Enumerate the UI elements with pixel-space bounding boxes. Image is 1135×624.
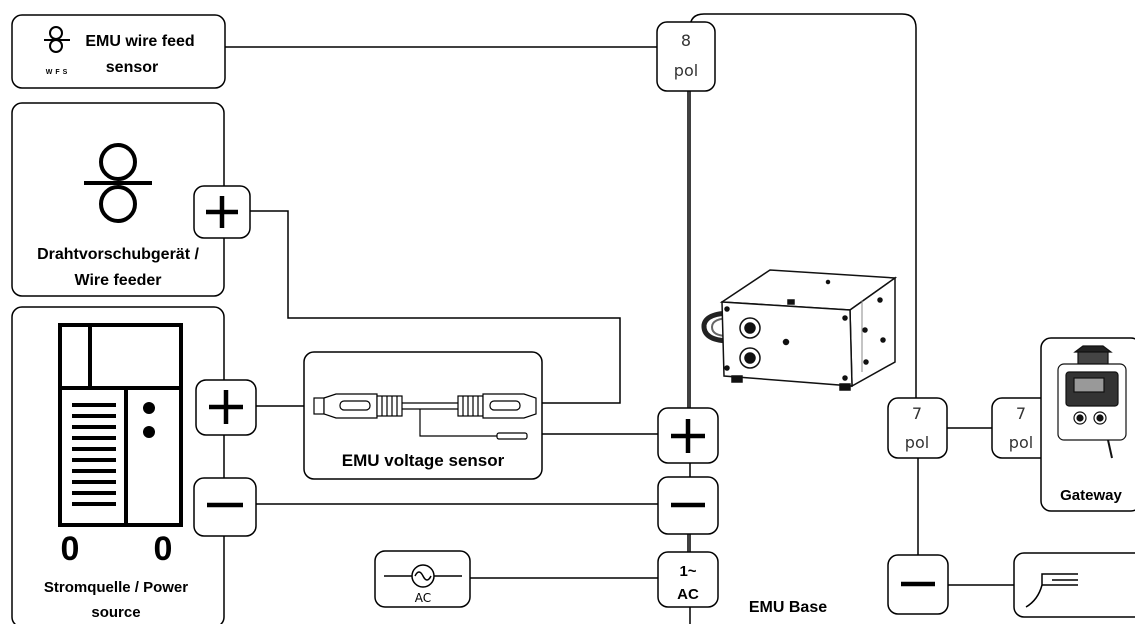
wfs-sensor-title-line1: EMU wire feed — [85, 33, 194, 50]
emu-base-label: EMU Base — [749, 599, 827, 616]
power-source-minus-terminal[interactable] — [193, 477, 257, 537]
wire-feeder-plus-to-sensor — [250, 210, 621, 404]
ground-clamp-box[interactable] — [1013, 552, 1135, 618]
wiring-lines — [225, 46, 1060, 586]
gateway-label: Gateway — [1060, 487, 1122, 504]
wire-feeder-label-line1: Drahtvorschubgerät / — [37, 246, 199, 263]
connector-7pol-base[interactable]: 7 pol — [887, 397, 948, 459]
wfs-icon-label: WFS — [46, 69, 71, 76]
power-source-icon — [58, 323, 183, 527]
ground-clamp-icon — [1025, 573, 1078, 608]
base-minus-terminal[interactable] — [657, 476, 719, 535]
base-plus-terminal[interactable] — [657, 407, 719, 464]
wfs-sensor-title-line2: sensor — [106, 59, 158, 76]
wire-feed-icon — [44, 26, 70, 53]
connector-8pol-unit: pol — [674, 61, 698, 80]
connector-7pol-gateway-unit: pol — [1009, 433, 1033, 452]
connector-1ac-top: 1~ — [679, 563, 696, 580]
power-source-label-line2: source — [91, 604, 140, 621]
connector-7pol-gateway-number: 7 — [1016, 404, 1026, 423]
gateway-box[interactable]: Gateway — [1040, 337, 1135, 512]
emu-base-device-image — [701, 269, 898, 391]
wire-feeder-box[interactable]: Drahtvorschubgerät / Wire feeder — [11, 102, 225, 297]
connector-7pol-base-number: 7 — [912, 404, 922, 423]
ground-minus-terminal[interactable] — [887, 554, 949, 615]
gateway-device-image — [1057, 345, 1127, 459]
wire-feed-icon — [84, 143, 152, 223]
connector-1ac[interactable]: 1~ AC — [657, 551, 719, 608]
connector-7pol-base-unit: pol — [905, 433, 929, 452]
connector-1ac-bottom: AC — [677, 586, 699, 603]
plus-icon — [671, 419, 705, 453]
power-source-box[interactable]: 0 0 Stromquelle / Power source — [11, 306, 225, 624]
voltage-sensor-box[interactable]: EMU voltage sensor — [303, 351, 543, 480]
connector-8pol[interactable]: 8 pol — [656, 21, 716, 92]
plus-icon — [209, 390, 243, 424]
connector-8pol-number: 8 — [681, 31, 691, 50]
voltage-sensor-cable-icon — [313, 393, 537, 440]
wire-feeder-label-line2: Wire feeder — [75, 272, 162, 289]
ac-wave-icon — [384, 564, 462, 588]
power-source-foot-right: 0 — [154, 530, 173, 568]
power-source-foot-left: 0 — [61, 530, 80, 568]
plus-icon — [206, 196, 238, 228]
voltage-sensor-label: EMU voltage sensor — [342, 451, 505, 470]
wire-feeder-plus-terminal[interactable] — [193, 185, 251, 239]
wfs-sensor-box[interactable]: WFS EMU wire feed sensor — [11, 14, 226, 89]
ac-supply-box[interactable]: AC — [374, 550, 471, 608]
ac-supply-label: AC — [415, 591, 431, 605]
power-source-label-line1: Stromquelle / Power — [44, 579, 188, 596]
power-source-plus-terminal[interactable] — [195, 379, 257, 436]
